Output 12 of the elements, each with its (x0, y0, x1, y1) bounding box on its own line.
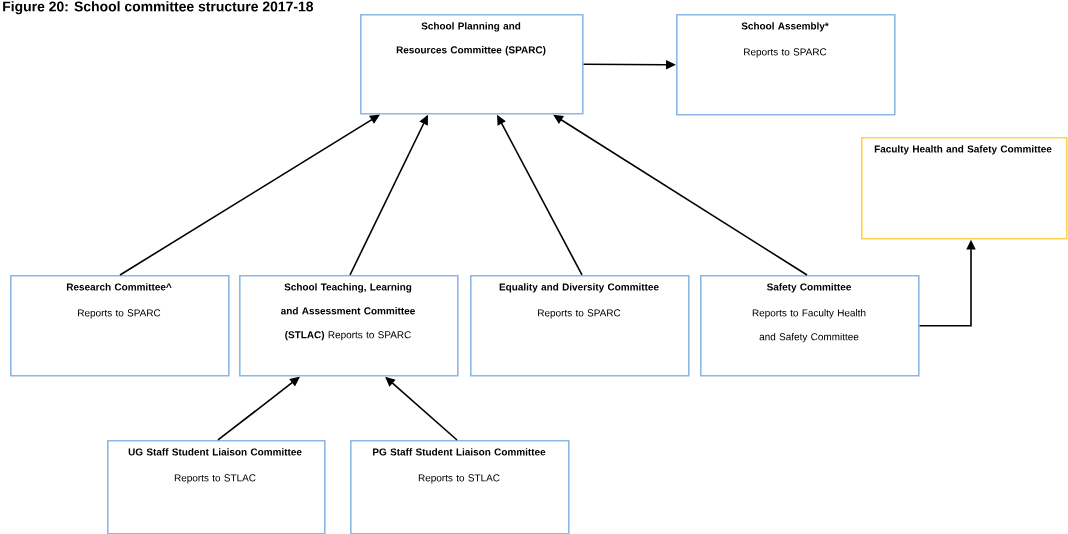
figure-title: Figure 20: School committee structure 2017-18 (3, 1, 314, 15)
committee-box: UG Staff Student Liaison Committee Reports to STLAC (107, 440, 326, 534)
committee-box: Safety Committee Reports to Faculty Health and Safety Committee (700, 275, 920, 377)
arrow (553, 114, 808, 276)
arrow (119, 114, 380, 276)
committee-box: Equality and Diversity Committee Reports to SPARC (470, 275, 690, 377)
committee-box: School Planning and Resources Committee (SPARC) (360, 14, 584, 115)
committee-box: School Assembly* Reports to SPARC (676, 14, 896, 116)
committee-box: School Teaching, Learning and Assessment Committee (STLAC) Reports to SPARC (239, 275, 459, 377)
committee-box: Research Committee^ Reports to SPARC (10, 275, 230, 377)
committee-box: PG Staff Student Liaison Committee Reports to STLAC (350, 440, 570, 534)
committee-box: Faculty Health and Safety Committee (861, 137, 1068, 240)
